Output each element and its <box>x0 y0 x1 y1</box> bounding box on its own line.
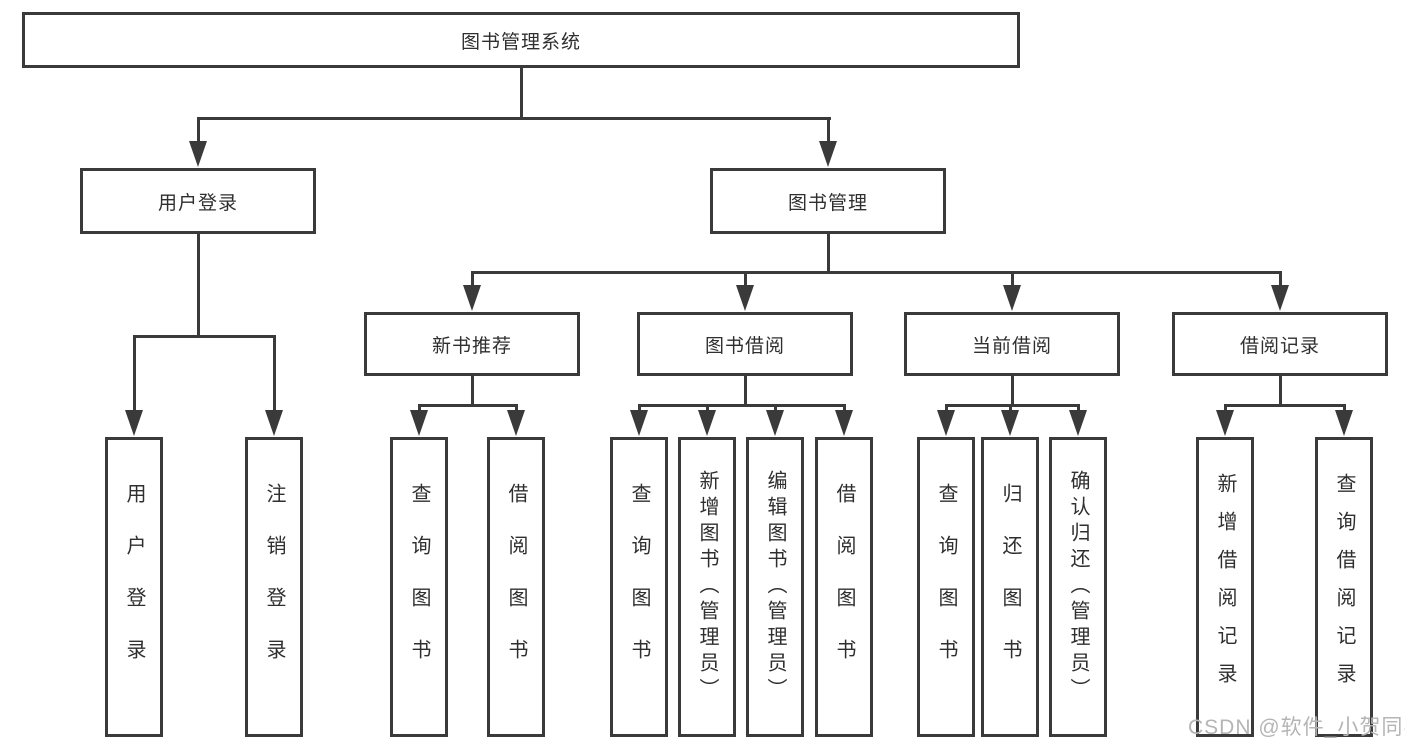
leaf-current-confirm-return-admin: 确认归还（管理员） <box>1049 437 1107 737</box>
arrow-down-icon <box>265 410 283 436</box>
arrow-down-icon <box>819 141 837 167</box>
connector-book-borrow-rail <box>637 403 846 407</box>
node-root-label: 图书管理系统 <box>460 31 581 53</box>
connector-leaf-drop <box>417 405 421 411</box>
connector-current-borrow-stem <box>1010 376 1014 405</box>
leaf-current-return-books: 归还图书 <box>981 437 1039 737</box>
connector-leaf-drop <box>944 405 948 411</box>
leaf-query-borrow-record: 查询借阅记录 <box>1315 437 1373 737</box>
arrow-down-icon <box>698 410 716 436</box>
connector-borrow-records-drop <box>1278 272 1282 288</box>
connector-book-mgmt-drop <box>826 118 830 143</box>
leaf-user-login: 用户登录 <box>105 437 163 737</box>
connector-book-mgmt-rail <box>470 270 1282 274</box>
leaf-borrow-borrow-books: 借阅图书 <box>815 437 873 737</box>
leaf-borrow-edit-books-admin-label: 编辑图书（管理员） <box>764 470 786 704</box>
leaf-current-return-books-label: 归还图书 <box>999 483 1021 691</box>
arrow-down-icon <box>835 410 853 436</box>
node-book-borrow-label: 图书借阅 <box>704 335 785 357</box>
leaf-borrow-add-books-admin: 新增图书（管理员） <box>678 437 736 737</box>
leaf-borrow-edit-books-admin: 编辑图书（管理员） <box>746 437 804 737</box>
leaf-borrow-query-books: 查询图书 <box>610 437 668 737</box>
arrow-down-icon <box>630 410 648 436</box>
arrow-down-icon <box>125 410 143 436</box>
leaf-recommend-query-books-label: 查询图书 <box>408 483 430 691</box>
arrow-down-icon <box>1335 410 1353 436</box>
connector-root-stem <box>519 68 523 118</box>
csdn-watermark: CSDN @软件_小贺同学 <box>1188 716 1405 739</box>
arrow-down-icon <box>766 410 784 436</box>
connector-leaf-drop <box>272 336 276 410</box>
arrow-down-icon <box>507 410 525 436</box>
leaf-logout: 注销登录 <box>245 437 303 737</box>
node-borrow-records-label: 借阅记录 <box>1239 335 1320 357</box>
connector-leaf-drop <box>1008 405 1012 411</box>
arrow-down-icon <box>1216 410 1234 436</box>
node-book-management: 图书管理 <box>710 168 946 234</box>
leaf-recommend-query-books: 查询图书 <box>390 437 448 737</box>
connector-leaf-drop <box>514 405 518 411</box>
connector-user-login-stem <box>196 234 200 337</box>
arrow-down-icon <box>937 410 955 436</box>
connector-user-login-rail <box>132 334 276 338</box>
connector-leaf-drop <box>705 405 709 411</box>
leaf-current-query-books-label: 查询图书 <box>935 483 957 691</box>
connector-leaf-drop <box>1076 405 1080 411</box>
node-book-management-label: 图书管理 <box>787 192 868 214</box>
connector-new-book-stem <box>470 376 474 405</box>
leaf-borrow-add-books-admin-label: 新增图书（管理员） <box>696 470 718 704</box>
connector-borrow-records-rail <box>1223 403 1346 407</box>
node-user-login-group-label: 用户登录 <box>157 192 238 214</box>
connector-root-rail <box>196 116 831 120</box>
connector-leaf-drop <box>842 405 846 411</box>
leaf-add-borrow-record-label: 新增借阅记录 <box>1214 473 1236 701</box>
connector-book-borrow-drop <box>743 272 747 288</box>
leaf-recommend-borrow-books: 借阅图书 <box>487 437 545 737</box>
leaf-recommend-borrow-books-label: 借阅图书 <box>505 483 527 691</box>
connector-leaf-drop <box>637 405 641 411</box>
leaf-user-login-label: 用户登录 <box>123 483 145 691</box>
connector-leaf-drop <box>1223 405 1227 411</box>
leaf-borrow-borrow-books-label: 借阅图书 <box>833 483 855 691</box>
connector-leaf-drop <box>132 336 136 410</box>
arrow-down-icon <box>1271 285 1289 311</box>
node-book-borrow: 图书借阅 <box>637 312 853 376</box>
connector-leaf-drop <box>1342 405 1346 411</box>
node-root: 图书管理系统 <box>22 12 1020 68</box>
connector-book-mgmt-stem <box>826 234 830 272</box>
connector-new-book-rail <box>417 403 518 407</box>
arrow-down-icon <box>736 285 754 311</box>
arrow-down-icon <box>1069 410 1087 436</box>
connector-user-login-drop <box>196 118 200 143</box>
connector-new-book-drop <box>470 272 474 288</box>
connector-book-borrow-stem <box>743 376 747 405</box>
leaf-add-borrow-record: 新增借阅记录 <box>1196 437 1254 737</box>
node-new-book-recommend-label: 新书推荐 <box>431 335 512 357</box>
leaf-query-borrow-record-label: 查询借阅记录 <box>1333 473 1355 701</box>
node-current-borrow: 当前借阅 <box>904 312 1120 376</box>
node-borrow-records: 借阅记录 <box>1172 312 1388 376</box>
arrow-down-icon <box>1003 285 1021 311</box>
leaf-borrow-query-books-label: 查询图书 <box>628 483 650 691</box>
connector-current-borrow-drop <box>1010 272 1014 288</box>
node-new-book-recommend: 新书推荐 <box>364 312 580 376</box>
connector-leaf-drop <box>773 405 777 411</box>
leaf-current-query-books: 查询图书 <box>917 437 975 737</box>
node-current-borrow-label: 当前借阅 <box>971 335 1052 357</box>
node-user-login-group: 用户登录 <box>80 168 316 234</box>
arrow-down-icon <box>189 141 207 167</box>
arrow-down-icon <box>463 285 481 311</box>
arrow-down-icon <box>1001 410 1019 436</box>
connector-current-borrow-rail <box>944 403 1080 407</box>
connector-borrow-records-stem <box>1278 376 1282 405</box>
arrow-down-icon <box>410 410 428 436</box>
leaf-logout-label: 注销登录 <box>263 483 285 691</box>
leaf-current-confirm-return-admin-label: 确认归还（管理员） <box>1067 470 1089 704</box>
